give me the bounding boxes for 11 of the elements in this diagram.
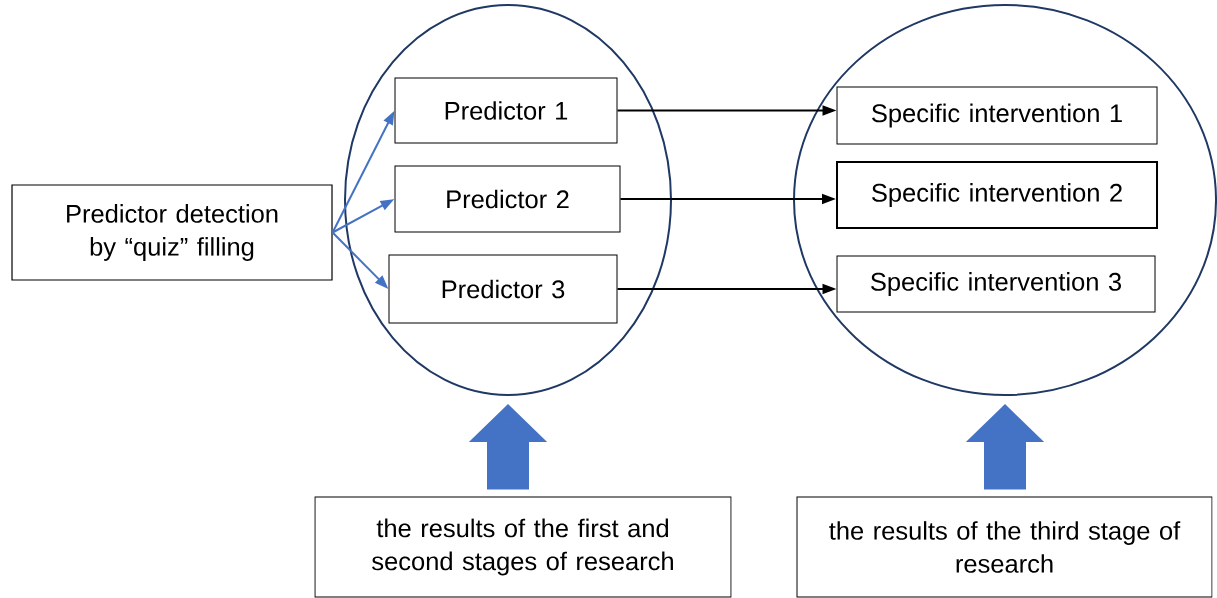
process-box: Predictor 1 (394, 77, 618, 144)
process-box: Predictor 2 (394, 165, 621, 233)
group-ellipse (793, 4, 1217, 396)
process-box: Specific intervention 2 (836, 161, 1158, 229)
process-box: Predictor 3 (388, 254, 618, 324)
process-box: Specific intervention 3 (836, 255, 1156, 313)
note-box: the results of the third stage of research (796, 496, 1213, 598)
note-box: the results of the first and second stages of research (314, 496, 732, 598)
process-box: Predictor detection by “quiz” filling (11, 184, 333, 281)
group-ellipse (344, 4, 672, 396)
process-box: Specific intervention 1 (836, 86, 1158, 145)
